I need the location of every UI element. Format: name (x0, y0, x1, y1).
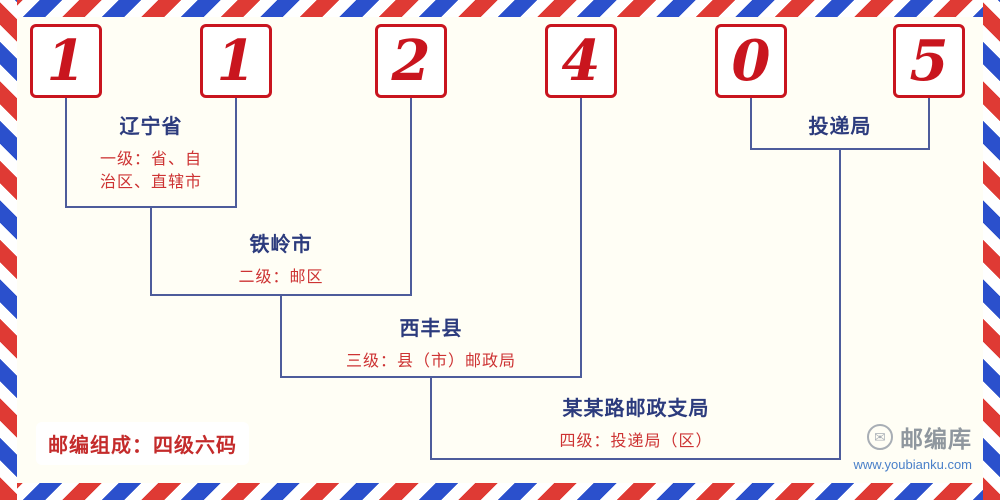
airmail-border-top (0, 0, 1000, 17)
digit-value-4: 4 (561, 28, 601, 94)
digit-box-2: 1 (200, 24, 272, 98)
label-level1: 辽宁省 一级：省、自治区、直辖市 (66, 110, 236, 194)
level3-title: 西丰县 (399, 318, 463, 340)
digit-box-5: 0 (715, 24, 787, 98)
digit-box-4: 4 (545, 24, 617, 98)
connector-level1-right (235, 96, 237, 206)
composition-badge: 邮编组成：四级六码 (36, 422, 249, 465)
connector-level2-drop (150, 206, 152, 294)
digit-value-6: 5 (909, 28, 949, 94)
level2-desc: 二级：邮区 (238, 269, 324, 286)
digit-value-3: 2 (391, 28, 431, 94)
delivery-office-title: 投递局 (808, 116, 872, 138)
connector-level4-drop (430, 376, 432, 458)
site-logo-row: ✉ 邮编库 (867, 420, 972, 454)
connector-level3-right (580, 96, 582, 376)
digit-box-1: 1 (30, 24, 102, 98)
digit-value-1: 1 (46, 28, 86, 94)
level1-title: 辽宁省 (119, 116, 183, 138)
connector-level3-drop (280, 294, 282, 376)
site-url-link[interactable]: www.youbianku.com (853, 457, 973, 472)
label-level4: 某某路邮政支局 四级：投递局（区） (511, 392, 761, 453)
label-delivery-office: 投递局 (755, 110, 925, 139)
airmail-border-left (0, 0, 17, 500)
connector-delivery-right (928, 96, 930, 148)
connector-level2-right (410, 96, 412, 294)
digit-value-2: 1 (216, 28, 256, 94)
level3-desc: 三级：县（市）邮政局 (345, 353, 516, 370)
level2-title: 铁岭市 (249, 234, 313, 256)
digit-box-3: 2 (375, 24, 447, 98)
label-level3: 西丰县 三级：县（市）邮政局 (331, 312, 531, 373)
connector-level4-bottom (430, 458, 841, 460)
site-name: 邮编库 (900, 426, 972, 452)
digit-box-6: 5 (893, 24, 965, 98)
envelope-icon: ✉ (867, 424, 893, 450)
connector-delivery-left (750, 96, 752, 148)
digit-value-5: 0 (731, 28, 771, 94)
label-level2: 铁岭市 二级：邮区 (196, 228, 366, 289)
airmail-border-bottom (0, 483, 1000, 500)
connector-delivery-bottom (750, 148, 930, 150)
site-logo: ✉ 邮编库 www.youbianku.com (853, 420, 973, 472)
airmail-border-right (983, 0, 1000, 500)
level4-title: 某某路邮政支局 (562, 398, 710, 420)
level4-desc: 四级：投递局（区） (559, 433, 713, 450)
connector-level4-right (839, 148, 841, 458)
level1-desc: 一级：省、自治区、直辖市 (99, 151, 202, 192)
connector-level1-left (65, 96, 67, 206)
